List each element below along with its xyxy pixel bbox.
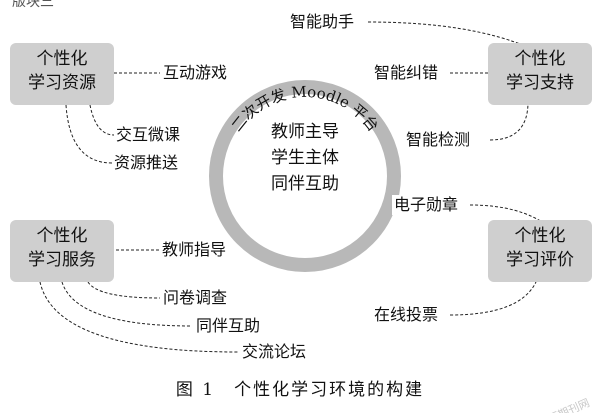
center-core-text: 教师主导 学生主体 同伴互助 bbox=[235, 119, 375, 197]
center-line-peer: 同伴互助 bbox=[271, 174, 339, 194]
center-line-student: 学生主体 bbox=[271, 148, 339, 168]
label-interactive-microlesson: 交互微课 bbox=[114, 125, 183, 145]
connector-smart-assistant bbox=[367, 21, 531, 49]
label-teacher-guidance: 教师指导 bbox=[160, 240, 229, 260]
label-questionnaire: 问卷调查 bbox=[161, 288, 230, 308]
label-smart-correction: 智能纠错 bbox=[372, 63, 441, 83]
connector-online-vote bbox=[449, 281, 537, 316]
connector-questionnaire bbox=[87, 281, 161, 299]
box-learning-resources: 个性化 学习资源 bbox=[10, 43, 114, 105]
box-line: 学习服务 bbox=[28, 250, 96, 270]
connector-smart-detection bbox=[489, 101, 529, 141]
box-learning-support: 个性化 学习支持 bbox=[488, 43, 592, 105]
box-line: 学习资源 bbox=[28, 73, 96, 93]
box-line: 个性化 bbox=[36, 49, 88, 69]
label-online-vote: 在线投票 bbox=[372, 305, 441, 325]
label-peer-help: 同伴互助 bbox=[194, 316, 263, 336]
header-fragment: 版块三 bbox=[12, 0, 54, 10]
connector-forum bbox=[39, 281, 239, 353]
box-line: 个性化 bbox=[36, 226, 88, 246]
figure-caption: 图 1 个性化学习环境的构建 bbox=[175, 380, 425, 400]
label-smart-assistant: 智能助手 bbox=[288, 12, 357, 32]
connector-interactive-microlesson bbox=[89, 104, 115, 136]
label-e-badge: 电子勋章 bbox=[392, 195, 461, 215]
label-interactive-game: 互动游戏 bbox=[161, 63, 230, 83]
connector-resource-push bbox=[65, 104, 113, 164]
box-line: 个性化 bbox=[514, 49, 566, 69]
label-forum: 交流论坛 bbox=[240, 342, 309, 362]
connector-peer-help bbox=[61, 281, 193, 327]
center-line-teacher: 教师主导 bbox=[271, 122, 339, 142]
box-learning-evaluation: 个性化 学习评价 bbox=[488, 220, 592, 282]
label-smart-detection: 智能检测 bbox=[404, 130, 473, 150]
box-learning-services: 个性化 学习服务 bbox=[10, 220, 114, 282]
moodle-ring bbox=[209, 80, 401, 272]
label-resource-push: 资源推送 bbox=[112, 153, 181, 173]
box-line: 学习评价 bbox=[506, 250, 574, 270]
box-line: 学习支持 bbox=[506, 73, 574, 93]
box-line: 个性化 bbox=[514, 226, 566, 246]
